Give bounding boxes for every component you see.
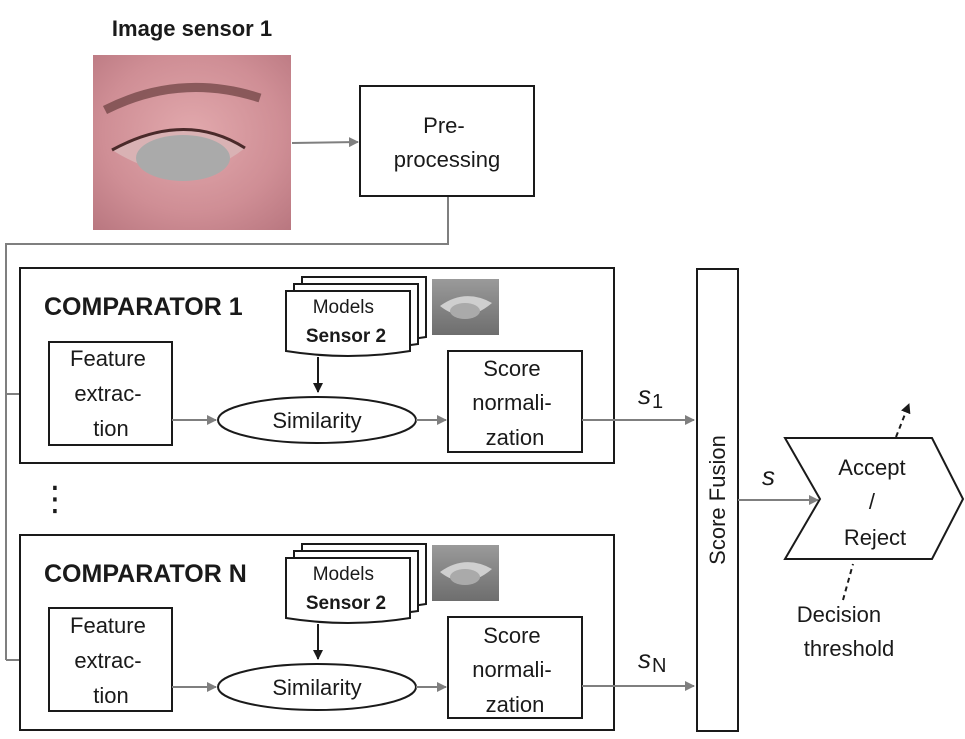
score-label-1: s1 [638, 380, 663, 413]
score-fusion-label: Score Fusion [705, 435, 730, 565]
decision-box [783, 437, 965, 560]
score-normalization-label-n: Score normali- zation [472, 623, 558, 717]
decision-label: Accept / Reject [838, 455, 911, 550]
score-normalization-box-n [447, 616, 583, 719]
threshold-dashed-line [842, 563, 854, 601]
score-normalization-box-1 [447, 350, 583, 453]
eye-image-sensor-1 [93, 55, 291, 230]
comparators-ellipsis: ⋮ [38, 480, 72, 518]
similarity-label-1: Similarity [272, 408, 361, 433]
preprocessing-route-line [5, 197, 449, 660]
score-fusion-box [696, 268, 739, 732]
eye-thumbnail-1 [432, 279, 499, 335]
preprocessing-box [359, 85, 535, 197]
decision-output-arrow [895, 403, 911, 438]
comparator-n: COMPARATOR N Models Sensor 2 Feature ext… [19, 534, 615, 731]
arrow-image-to-preprocessing [291, 137, 359, 148]
models-stack-n [285, 543, 427, 624]
feature-extraction-label-1: Feature extrac- tion [70, 346, 152, 441]
feature-extraction-label-n: Feature extrac- tion [70, 613, 152, 708]
eye-thumbnail-n [432, 545, 499, 601]
feature-extraction-box-1 [48, 341, 173, 446]
models-label-n: Models Sensor 2 [306, 564, 386, 614]
similarity-label-n: Similarity [272, 675, 361, 700]
models-stack-1 [285, 276, 427, 357]
models-label-1: Models Sensor 2 [306, 297, 386, 347]
threshold-label: Decision threshold [797, 602, 895, 661]
comparator-n-title: COMPARATOR N [44, 560, 247, 588]
comparator-1-title: COMPARATOR 1 [44, 293, 243, 321]
score-label-n: sN [638, 644, 666, 677]
comparator-1: COMPARATOR 1 Models Sensor 2 Feature ext… [19, 267, 615, 464]
sensor-title: Image sensor 1 [112, 16, 272, 41]
preprocessing-label: Pre- processing [394, 113, 500, 172]
fused-score-label: s [762, 461, 775, 491]
feature-extraction-box-n [48, 607, 173, 712]
score-normalization-label-1: Score normali- zation [472, 356, 558, 450]
